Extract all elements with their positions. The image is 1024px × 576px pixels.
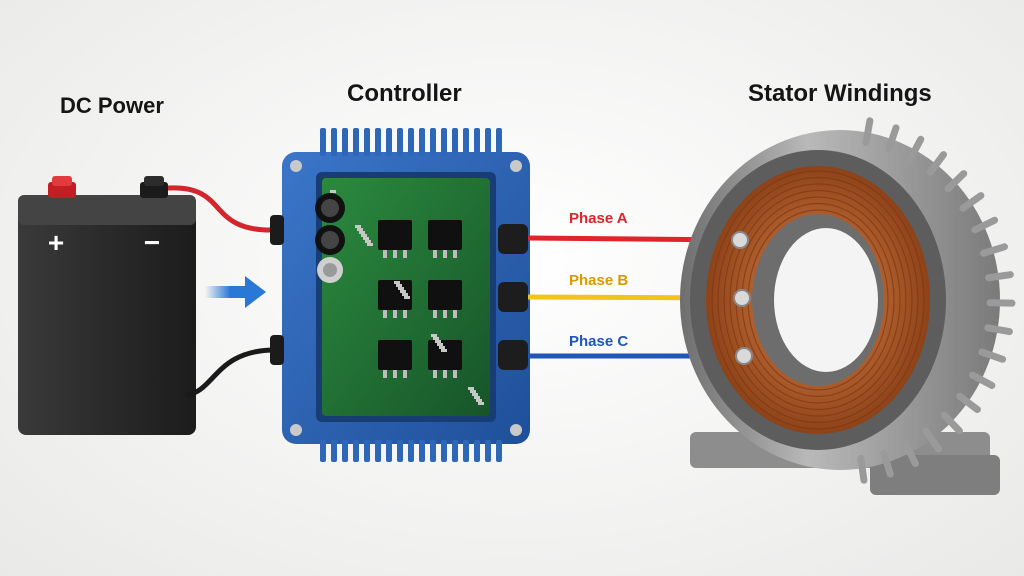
battery-plus-sign: + (48, 227, 64, 258)
black-wire (185, 347, 276, 398)
phase-b-label: Phase B (569, 272, 629, 289)
battery (18, 176, 196, 435)
stator-title: Stator Windings (748, 80, 932, 107)
terminal-a (731, 231, 749, 249)
red-wire (167, 185, 276, 233)
battery-minus-sign: − (144, 227, 160, 258)
controller-box (270, 128, 530, 462)
dc-power-title: DC Power (60, 93, 164, 118)
terminal-b (733, 289, 751, 307)
controller-title: Controller (347, 80, 462, 107)
phase-c-label: Phase C (569, 333, 629, 350)
phase-a-label: Phase A (569, 210, 628, 227)
terminal-c (735, 347, 753, 365)
flow-arrow-icon (205, 276, 266, 308)
stator-motor (680, 117, 1016, 495)
